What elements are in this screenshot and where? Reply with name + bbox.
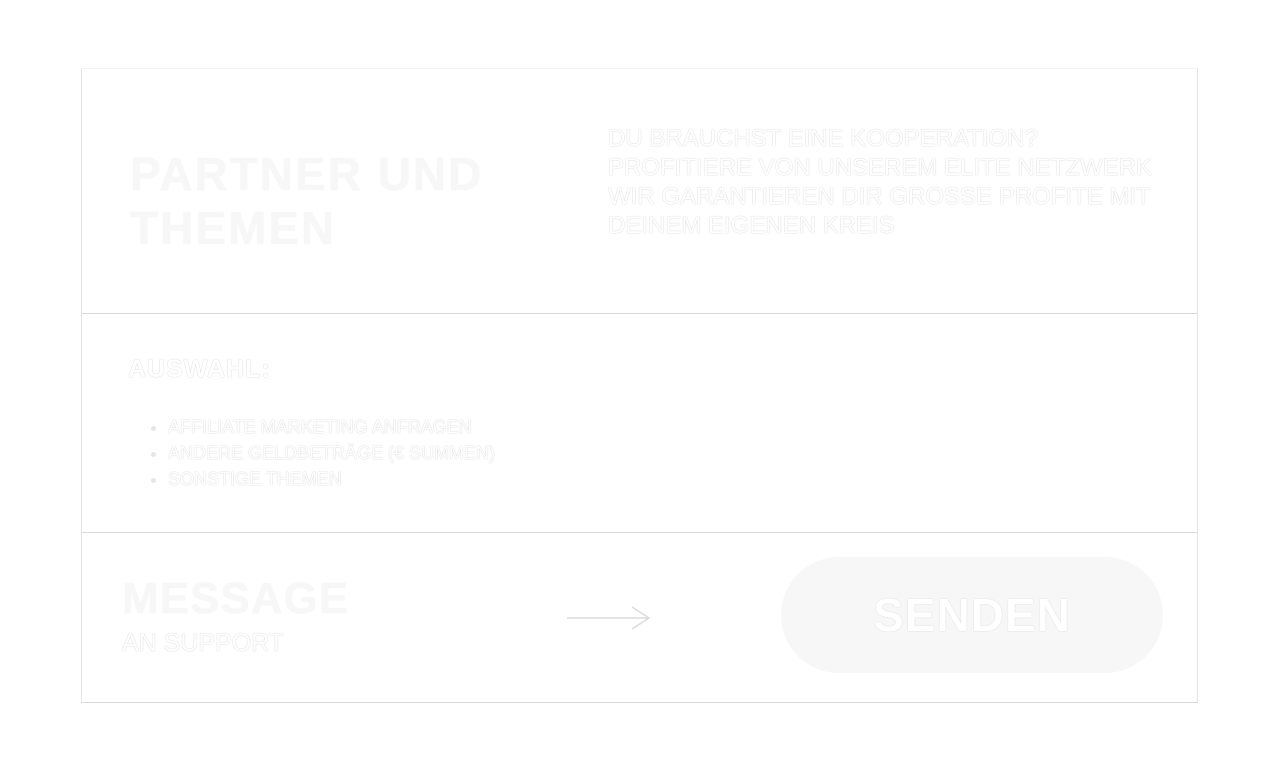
message-subtitle: AN SUPPORT — [122, 629, 285, 657]
arrow-right-icon — [567, 606, 651, 630]
partners-intro-text: DU BRAUCHST EINE KOOPERATION? PROFITIERE… — [608, 125, 1153, 239]
selection-options-list: AFFILIATE MARKETING ANFRAGEN ANDERE GELD… — [146, 414, 495, 492]
partners-section: PARTNER UND THEMEN DU BRAUCHST EINE KOOP… — [82, 69, 1197, 314]
list-item: SONSTIGE THEMEN — [168, 466, 495, 492]
list-item: ANDERE GELDBETRÄGE (€ SUMMEN) — [168, 440, 495, 466]
partners-title: PARTNER UND THEMEN — [130, 148, 484, 254]
contact-card: PARTNER UND THEMEN DU BRAUCHST EINE KOOP… — [81, 68, 1198, 703]
selection-section: AUSWAHL: AFFILIATE MARKETING ANFRAGEN AN… — [82, 314, 1197, 533]
list-item: AFFILIATE MARKETING ANFRAGEN — [168, 414, 495, 440]
message-title: MESSAGE — [122, 574, 350, 623]
send-button[interactable]: SENDEN — [781, 557, 1163, 673]
selection-label: AUSWAHL: — [128, 355, 271, 383]
message-section: MESSAGE AN SUPPORT SENDEN — [82, 533, 1197, 703]
